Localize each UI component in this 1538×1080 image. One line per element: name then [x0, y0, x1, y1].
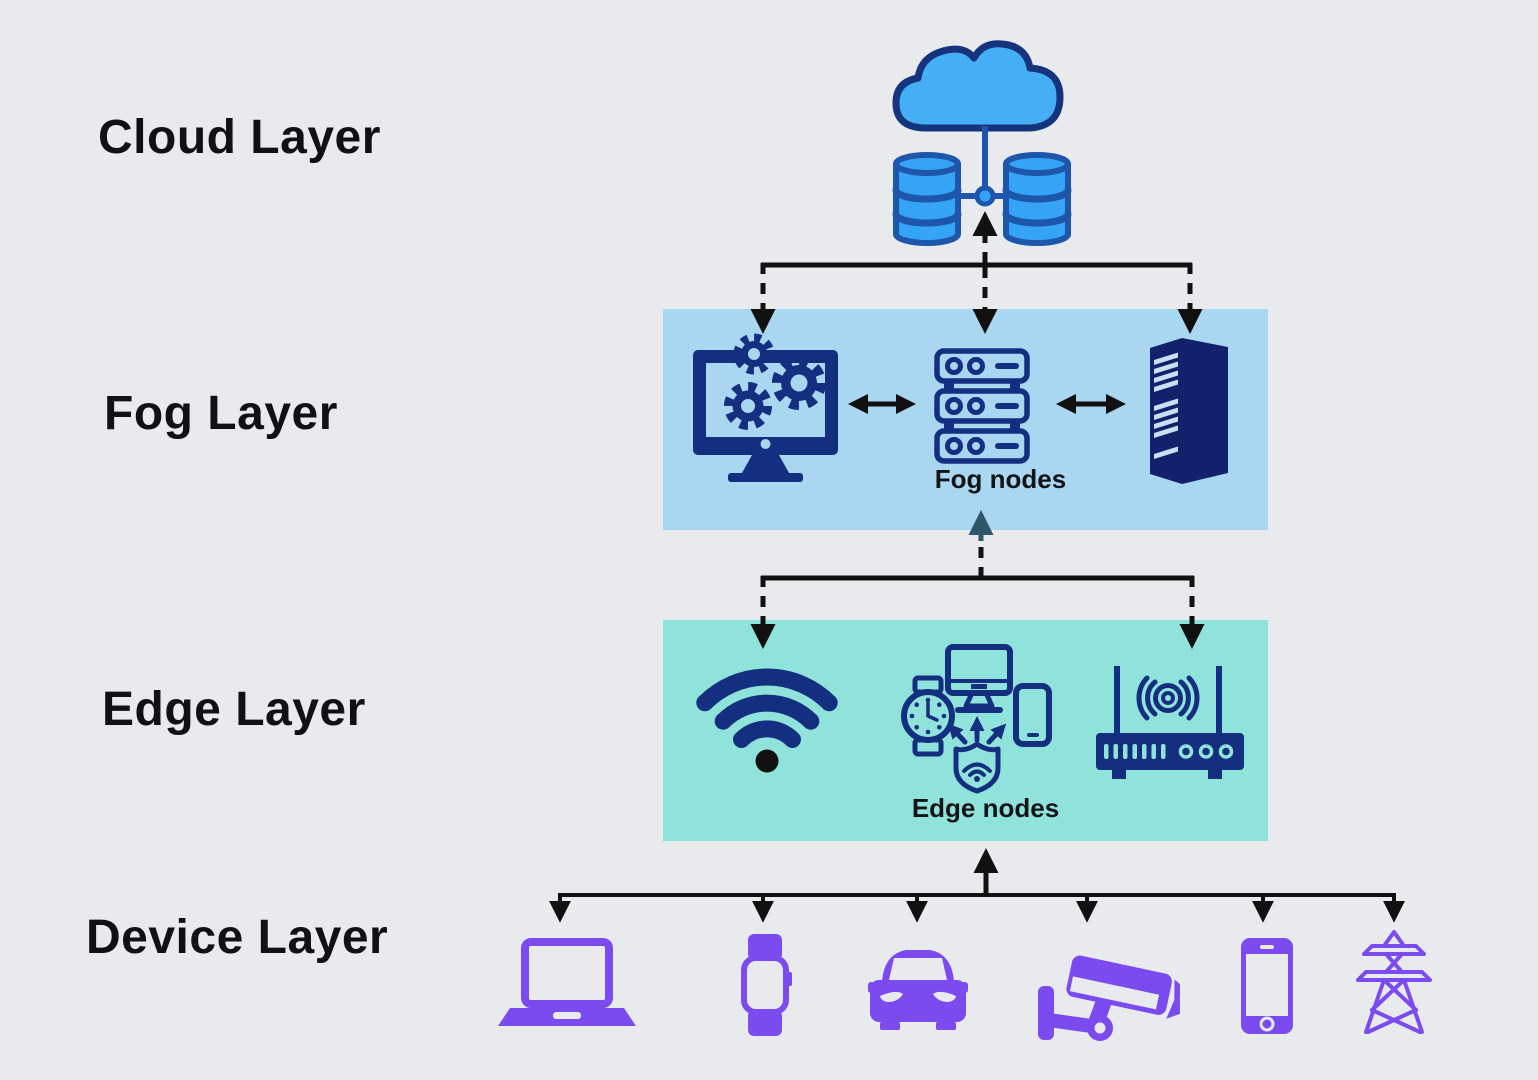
monitor-gears-icon: [693, 333, 838, 482]
edge-shield-icon: [947, 716, 1007, 794]
cloud-layer-label: Cloud Layer: [98, 111, 381, 164]
smartwatch-icon: [741, 934, 792, 1036]
fog-layer-label: Fog Layer: [104, 387, 338, 440]
wifi-icon: [696, 668, 838, 773]
cloud-db-connector: [960, 126, 1008, 207]
edge-devices-shield-icon: [901, 644, 1052, 794]
smartphone-icon: [1241, 938, 1293, 1034]
fog-nodes-label: Fog nodes: [934, 464, 1067, 494]
edge-smartwatch-icon: [901, 675, 955, 757]
edge-monitor-icon: [945, 644, 1013, 713]
edge-layer-label: Edge Layer: [102, 683, 366, 736]
power-tower-icon: [1356, 930, 1432, 1034]
laptop-icon: [498, 938, 636, 1026]
car-icon: [868, 950, 968, 1030]
cctv-camera-icon: [1038, 955, 1180, 1041]
database-right-icon: [1002, 152, 1072, 246]
database-left-icon: [892, 152, 962, 246]
edge-nodes-label: Edge nodes: [911, 793, 1060, 823]
edge-phone-icon: [1013, 683, 1052, 747]
router-icon: [1096, 666, 1244, 779]
cloud-icon: [892, 40, 1064, 132]
device-layer-label: Device Layer: [86, 911, 389, 964]
server-stack-icon: [934, 348, 1030, 464]
server-rack-icon: [1150, 338, 1228, 484]
